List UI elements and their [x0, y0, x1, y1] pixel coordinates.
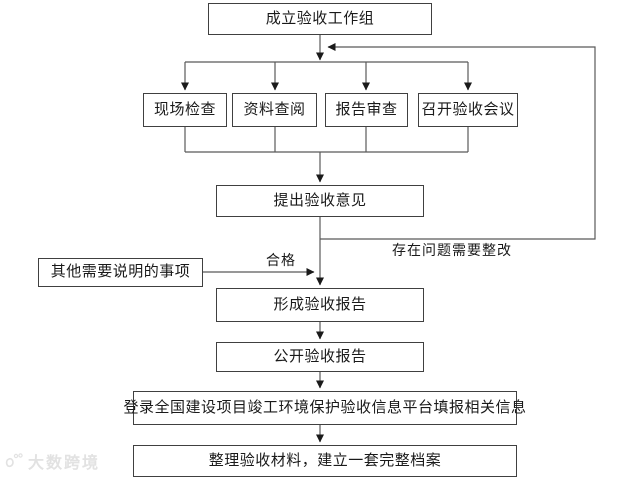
node-other-matters: 其他需要说明的事项 — [38, 258, 203, 287]
node-form-acceptance-report: 形成验收报告 — [216, 288, 424, 322]
node-fill-platform-info: 登录全国建设项目竣工环境保护验收信息平台填报相关信息 — [124, 391, 526, 425]
node-establish-acceptance-team: 成立验收工作组 — [208, 3, 432, 35]
node-report-review: 报告审查 — [325, 93, 408, 127]
watermark: 大数跨境 — [5, 449, 100, 473]
edge-label-rectify: 存在问题需要整改 — [392, 242, 512, 258]
connector-distributor-bar — [181, 61, 472, 91]
node-organize-archive: 整理验收材料，建立一套完整档案 — [133, 445, 517, 477]
node-acceptance-meeting: 召开验收会议 — [418, 93, 518, 127]
node-acceptance-opinion: 提出验收意见 — [216, 185, 424, 217]
watermark-text: 大数跨境 — [28, 455, 101, 472]
node-site-inspection: 现场检查 — [143, 93, 227, 127]
connector-rectify-loop — [320, 43, 596, 240]
watermark-logo-icon — [5, 452, 25, 470]
node-document-review: 资料查阅 — [232, 93, 317, 127]
edge-label-qualified: 合格 — [266, 252, 296, 268]
node-publish-acceptance-report: 公开验收报告 — [216, 342, 424, 372]
connector-collector-bar — [184, 127, 469, 183]
